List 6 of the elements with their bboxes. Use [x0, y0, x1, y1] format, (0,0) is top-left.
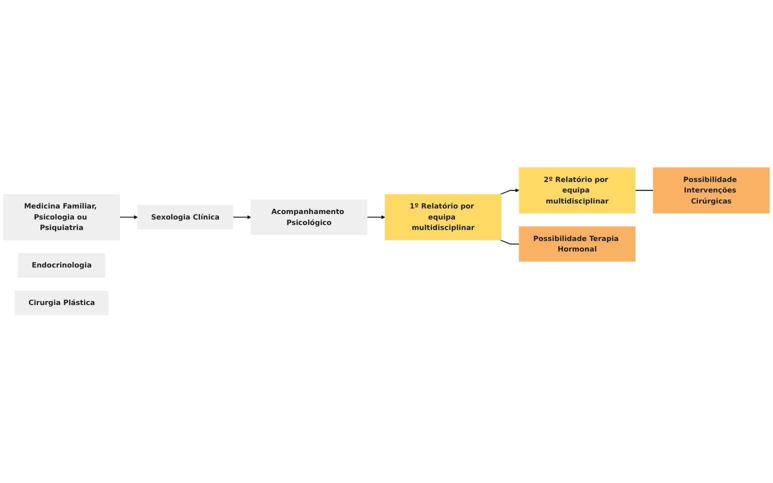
arrow [500, 188, 520, 196]
arrow [366, 215, 386, 220]
connector [634, 190, 654, 191]
connector [500, 240, 520, 245]
arrow [119, 215, 138, 220]
arrow [232, 215, 252, 220]
